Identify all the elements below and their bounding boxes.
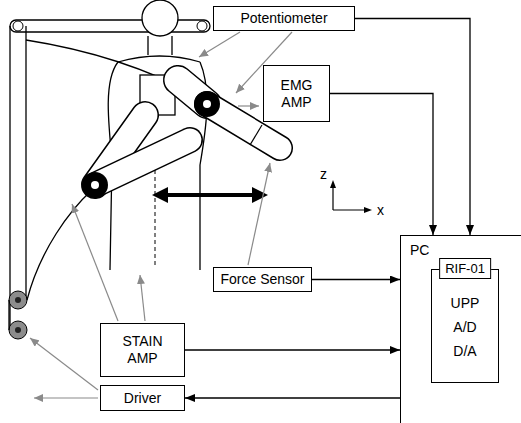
cable (27, 190, 92, 300)
arm-link (95, 140, 190, 185)
amplifier-box: STAIN AMP (100, 323, 185, 377)
arm-link (95, 140, 190, 185)
axis-z (330, 180, 336, 188)
axis-x (364, 207, 372, 213)
signal-arrow (312, 279, 400, 280)
motion-arrow (152, 187, 168, 203)
node-label: Driver (124, 390, 161, 407)
drive-pulley (15, 297, 21, 303)
computer-box: PC RIF-01UPP A/D D/A (400, 235, 521, 423)
cable (8, 300, 9, 330)
axis-x (333, 209, 366, 210)
motion-arrow (166, 193, 254, 197)
signal-arrow (185, 349, 400, 350)
elbow-joint (82, 172, 108, 198)
node-label: EMG AMP (281, 77, 313, 111)
interface-board: RIF-01UPPA/DD/A (431, 269, 499, 383)
frame-pulley (197, 21, 207, 31)
node-label: UPP (451, 295, 480, 312)
leader-line (248, 163, 270, 265)
node-label: D/A (453, 343, 476, 360)
node-label: STAIN AMP (122, 333, 162, 367)
leader-line (199, 32, 240, 57)
amplifier-box: EMG AMP (263, 65, 330, 122)
frame-pulley (13, 21, 23, 31)
signal-arrow (330, 94, 433, 236)
signal-arrow (185, 397, 400, 398)
elbow-joint (91, 181, 99, 189)
head (142, 0, 178, 36)
axis-z (332, 186, 333, 210)
leader-line (34, 397, 98, 398)
drive-pulley (9, 321, 27, 339)
sensor-box: Force Sensor (213, 267, 312, 292)
elbow-joint (203, 100, 211, 108)
elbow-joint (194, 91, 220, 117)
leader-line (30, 338, 98, 390)
motion-arrow (252, 187, 268, 203)
drive-pulley (9, 291, 27, 309)
leader-line (238, 105, 259, 106)
board-title: RIF-01 (439, 258, 491, 279)
frame-post (9, 26, 10, 330)
axis-label: z (320, 166, 327, 182)
node-label: PC (410, 242, 429, 259)
leader-line (72, 204, 118, 321)
arm-link (250, 125, 262, 145)
frame-post (25, 26, 26, 300)
driver-box: Driver (100, 385, 185, 411)
node-label: A/D (453, 319, 476, 336)
node-label: Potentiometer (240, 10, 327, 27)
axis-label: x (377, 202, 384, 218)
frame-bar (10, 20, 210, 32)
sensor-box: Potentiometer (213, 6, 355, 31)
leader-line (140, 275, 145, 321)
drive-pulley (15, 327, 21, 333)
signal-arrow (355, 19, 470, 236)
node-label: Force Sensor (220, 271, 304, 288)
body-centerline (155, 170, 156, 265)
